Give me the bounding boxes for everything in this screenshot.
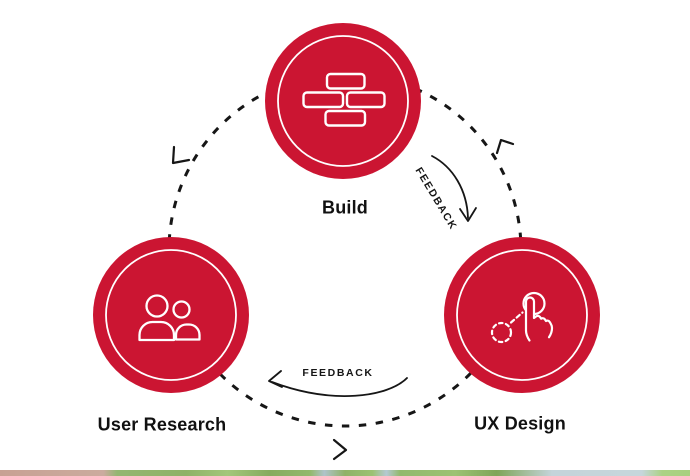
node-build bbox=[265, 23, 421, 179]
cycle-chevron-bottom-icon bbox=[332, 438, 348, 461]
node-ux-design-circle bbox=[444, 237, 600, 393]
node-label-ux-design: UX Design bbox=[474, 413, 566, 434]
cycle-chevron-top-right-icon bbox=[495, 138, 515, 155]
feedback-arrow-ux-design-to-user-research bbox=[268, 370, 408, 397]
feedback-arrow-build-to-ux-design bbox=[431, 155, 477, 222]
tap-gesture-icon bbox=[490, 291, 554, 344]
cycle-chevron-top-left-icon bbox=[171, 145, 191, 165]
people-icon bbox=[138, 294, 201, 342]
bricks-icon bbox=[302, 72, 386, 127]
node-ux-design-ring bbox=[456, 249, 588, 381]
node-label-build: Build bbox=[322, 197, 368, 218]
node-user-research-ring bbox=[105, 249, 237, 381]
node-user-research-circle bbox=[93, 237, 249, 393]
node-label-user-research: User Research bbox=[97, 414, 227, 435]
node-ux-design bbox=[444, 237, 600, 393]
node-build-ring bbox=[277, 35, 409, 167]
feedback-label-ux-design-to-user-research: FEEDBACK bbox=[302, 367, 374, 379]
node-user-research bbox=[93, 237, 249, 393]
bottom-photo-strip bbox=[0, 470, 690, 476]
